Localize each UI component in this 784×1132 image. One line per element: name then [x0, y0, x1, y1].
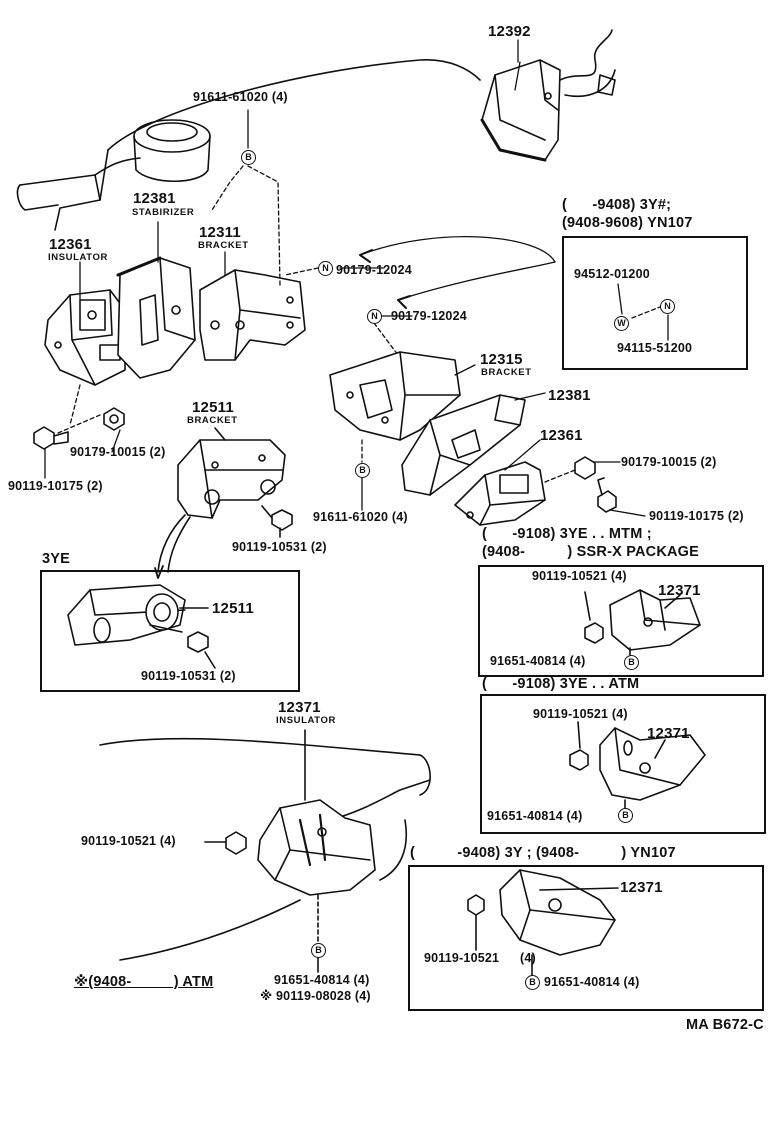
- label-12371-yn107: 12371: [620, 879, 663, 896]
- label-12361-left: 12361: [49, 236, 92, 253]
- nut-symbol-n: N: [318, 261, 333, 276]
- variant-box-yn107: [408, 865, 764, 1011]
- label-insulator-main: INSULATOR: [276, 715, 336, 726]
- box-mtm-header-line1: ( -9108) 3YE . . MTM ;: [482, 526, 652, 542]
- label-12315: 12315: [480, 351, 523, 368]
- variant-box-atm: [480, 694, 766, 834]
- part-12311-shape: [199, 269, 306, 361]
- label-stabirizer: STABIRIZER: [132, 207, 195, 218]
- label-90179-12024-a: 90179-12024: [336, 263, 412, 277]
- box-3ye-title: 3YE: [42, 551, 71, 567]
- label-90119-10531: 90119-10531 (2): [232, 540, 327, 554]
- label-bracket-12311: BRACKET: [198, 240, 249, 251]
- label-91651-40814-atm: 91651-40814 (4): [487, 809, 583, 823]
- label-bracket-12511: BRACKET: [187, 415, 238, 426]
- part-12371-yn107-shape: [467, 869, 619, 976]
- part-12511-3ye-shape: [67, 584, 216, 669]
- label-atm-note: ※(9408- ) ATM: [74, 974, 214, 990]
- label-90179-10015-left: 90179-10015 (2): [70, 445, 166, 459]
- bolt-symbol-b: B: [355, 463, 370, 478]
- part-12392-shape: [480, 29, 616, 162]
- label-12511: 12511: [192, 399, 234, 416]
- label-90119-10521-yn107: 90119-10521: [424, 951, 500, 965]
- label-12511-3ye: 12511: [212, 600, 254, 617]
- variant-box-3y-yn107: [562, 236, 748, 370]
- leader-lines-top: [79, 39, 556, 356]
- label-90119-10175-left: 90119-10175 (2): [8, 479, 103, 493]
- label-90119-10175-right: 90119-10175 (2): [649, 509, 744, 523]
- part-12381-right-shape: [401, 394, 526, 496]
- label-91651-40814-main: 91651-40814 (4): [274, 973, 370, 987]
- label-90119-10531-3ye: 90119-10531 (2): [141, 669, 236, 683]
- nut-symbol-n: N: [367, 309, 382, 324]
- label-12371-atm: 12371: [647, 725, 690, 742]
- bolt-symbol-b: B: [311, 943, 326, 958]
- part-12371-main-shape: [204, 729, 376, 973]
- label-qty-yn107: (4): [520, 951, 536, 965]
- label-12381-top: 12381: [133, 190, 176, 207]
- variant-box-mtm: [478, 565, 764, 677]
- label-12371-mtm: 12371: [658, 582, 701, 599]
- box-3y-header-line2: (9408-9608) YN107: [562, 215, 693, 231]
- part-12361-left-shape: [44, 289, 126, 386]
- label-12392: 12392: [488, 23, 531, 40]
- part-12511-shape: [154, 427, 286, 579]
- bolt-symbol-b: B: [525, 975, 540, 990]
- engine-outline: [16, 59, 481, 231]
- label-90179-12024-b: 90179-12024: [391, 309, 467, 323]
- label-90119-10521-atm: 90119-10521 (4): [533, 707, 628, 721]
- part-12371-atm-shape: [569, 721, 706, 809]
- bolt-symbol-b: B: [624, 655, 639, 670]
- label-12361-right: 12361: [540, 427, 583, 444]
- label-91651-40814-mtm: 91651-40814 (4): [490, 654, 586, 668]
- box-3y-leaders: [617, 283, 669, 341]
- box-yn107-header-line1: ( -9408) 3Y ; (9408- ) YN107: [410, 845, 676, 861]
- label-91651-40814-yn107: 91651-40814 (4): [544, 975, 640, 989]
- label-90119-08028-main: ※ 90119-08028 (4): [260, 989, 371, 1003]
- box-atm-header-line1: ( -9108) 3YE . . ATM: [482, 676, 640, 692]
- bolt-symbol-b: B: [241, 150, 256, 165]
- label-90179-10015-right: 90179-10015 (2): [621, 455, 717, 469]
- part-12371-mtm-shape: [584, 589, 701, 656]
- label-91611-61020-mid: 91611-61020 (4): [313, 510, 408, 524]
- label-90119-10521-main: 90119-10521 (4): [81, 834, 176, 848]
- washer-symbol-w: W: [614, 316, 629, 331]
- label-12311: 12311: [199, 224, 241, 241]
- label-12381-right: 12381: [548, 387, 591, 404]
- part-12381-left-shape: [116, 256, 196, 379]
- label-94512-01200: 94512-01200: [574, 267, 650, 281]
- label-insulator-left: INSULATOR: [48, 252, 108, 263]
- label-94115-51200: 94115-51200: [617, 341, 693, 355]
- diagram-code: MA B672-C: [686, 1017, 764, 1033]
- fastener-shapes: [33, 407, 617, 531]
- box-3y-header-line1: ( -9408) 3Y#;: [562, 197, 672, 213]
- radiator-cap-shape: [133, 119, 211, 183]
- bolt-symbol-b: B: [618, 808, 633, 823]
- variant-box-3ye: [40, 570, 300, 692]
- label-91611-61020-top: 91611-61020 (4): [193, 90, 288, 104]
- part-12361-right-shape: [454, 461, 546, 526]
- box-mtm-header-line2: (9408- ) SSR-X PACKAGE: [482, 544, 700, 560]
- nut-symbol-n: N: [660, 299, 675, 314]
- label-bracket-12315: BRACKET: [481, 367, 532, 378]
- label-12371-main: 12371: [278, 699, 321, 716]
- part-12315-shape: [329, 351, 461, 441]
- label-90119-10521-mtm: 90119-10521 (4): [532, 569, 627, 583]
